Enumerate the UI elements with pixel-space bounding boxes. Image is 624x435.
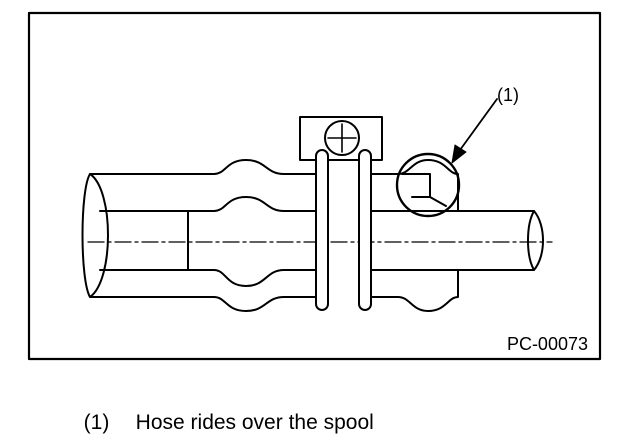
clamp-band-left [315, 149, 329, 311]
figure-code: PC-00073 [507, 334, 588, 354]
hose [81, 159, 321, 312]
legend-item: (1) Hose rides over the spool [72, 387, 374, 435]
spool-lower-lobe [371, 269, 459, 312]
spool-upper-lobe [371, 159, 459, 212]
callout-circle [395, 152, 461, 218]
legend-number: (1) [83, 411, 110, 434]
spool [371, 159, 544, 312]
hose-outer-bottom [89, 296, 321, 312]
spool-end [527, 210, 544, 271]
detail-circle [395, 152, 461, 218]
clamp-band-right [358, 149, 372, 311]
hose-outer-top [89, 159, 321, 175]
legend-text: Hose rides over the spool [135, 411, 374, 434]
hose-spool-diagram: (1) PC-00073 [27, 11, 602, 361]
clamp [299, 116, 383, 311]
hose-inner-top [99, 196, 321, 212]
figure-frame [27, 11, 602, 361]
hose-end-left [81, 173, 109, 298]
callout-arrow [451, 98, 498, 164]
arrowhead-icon [451, 144, 467, 164]
hose-inner-bottom [99, 269, 321, 287]
callout-label: (1) [497, 85, 519, 105]
